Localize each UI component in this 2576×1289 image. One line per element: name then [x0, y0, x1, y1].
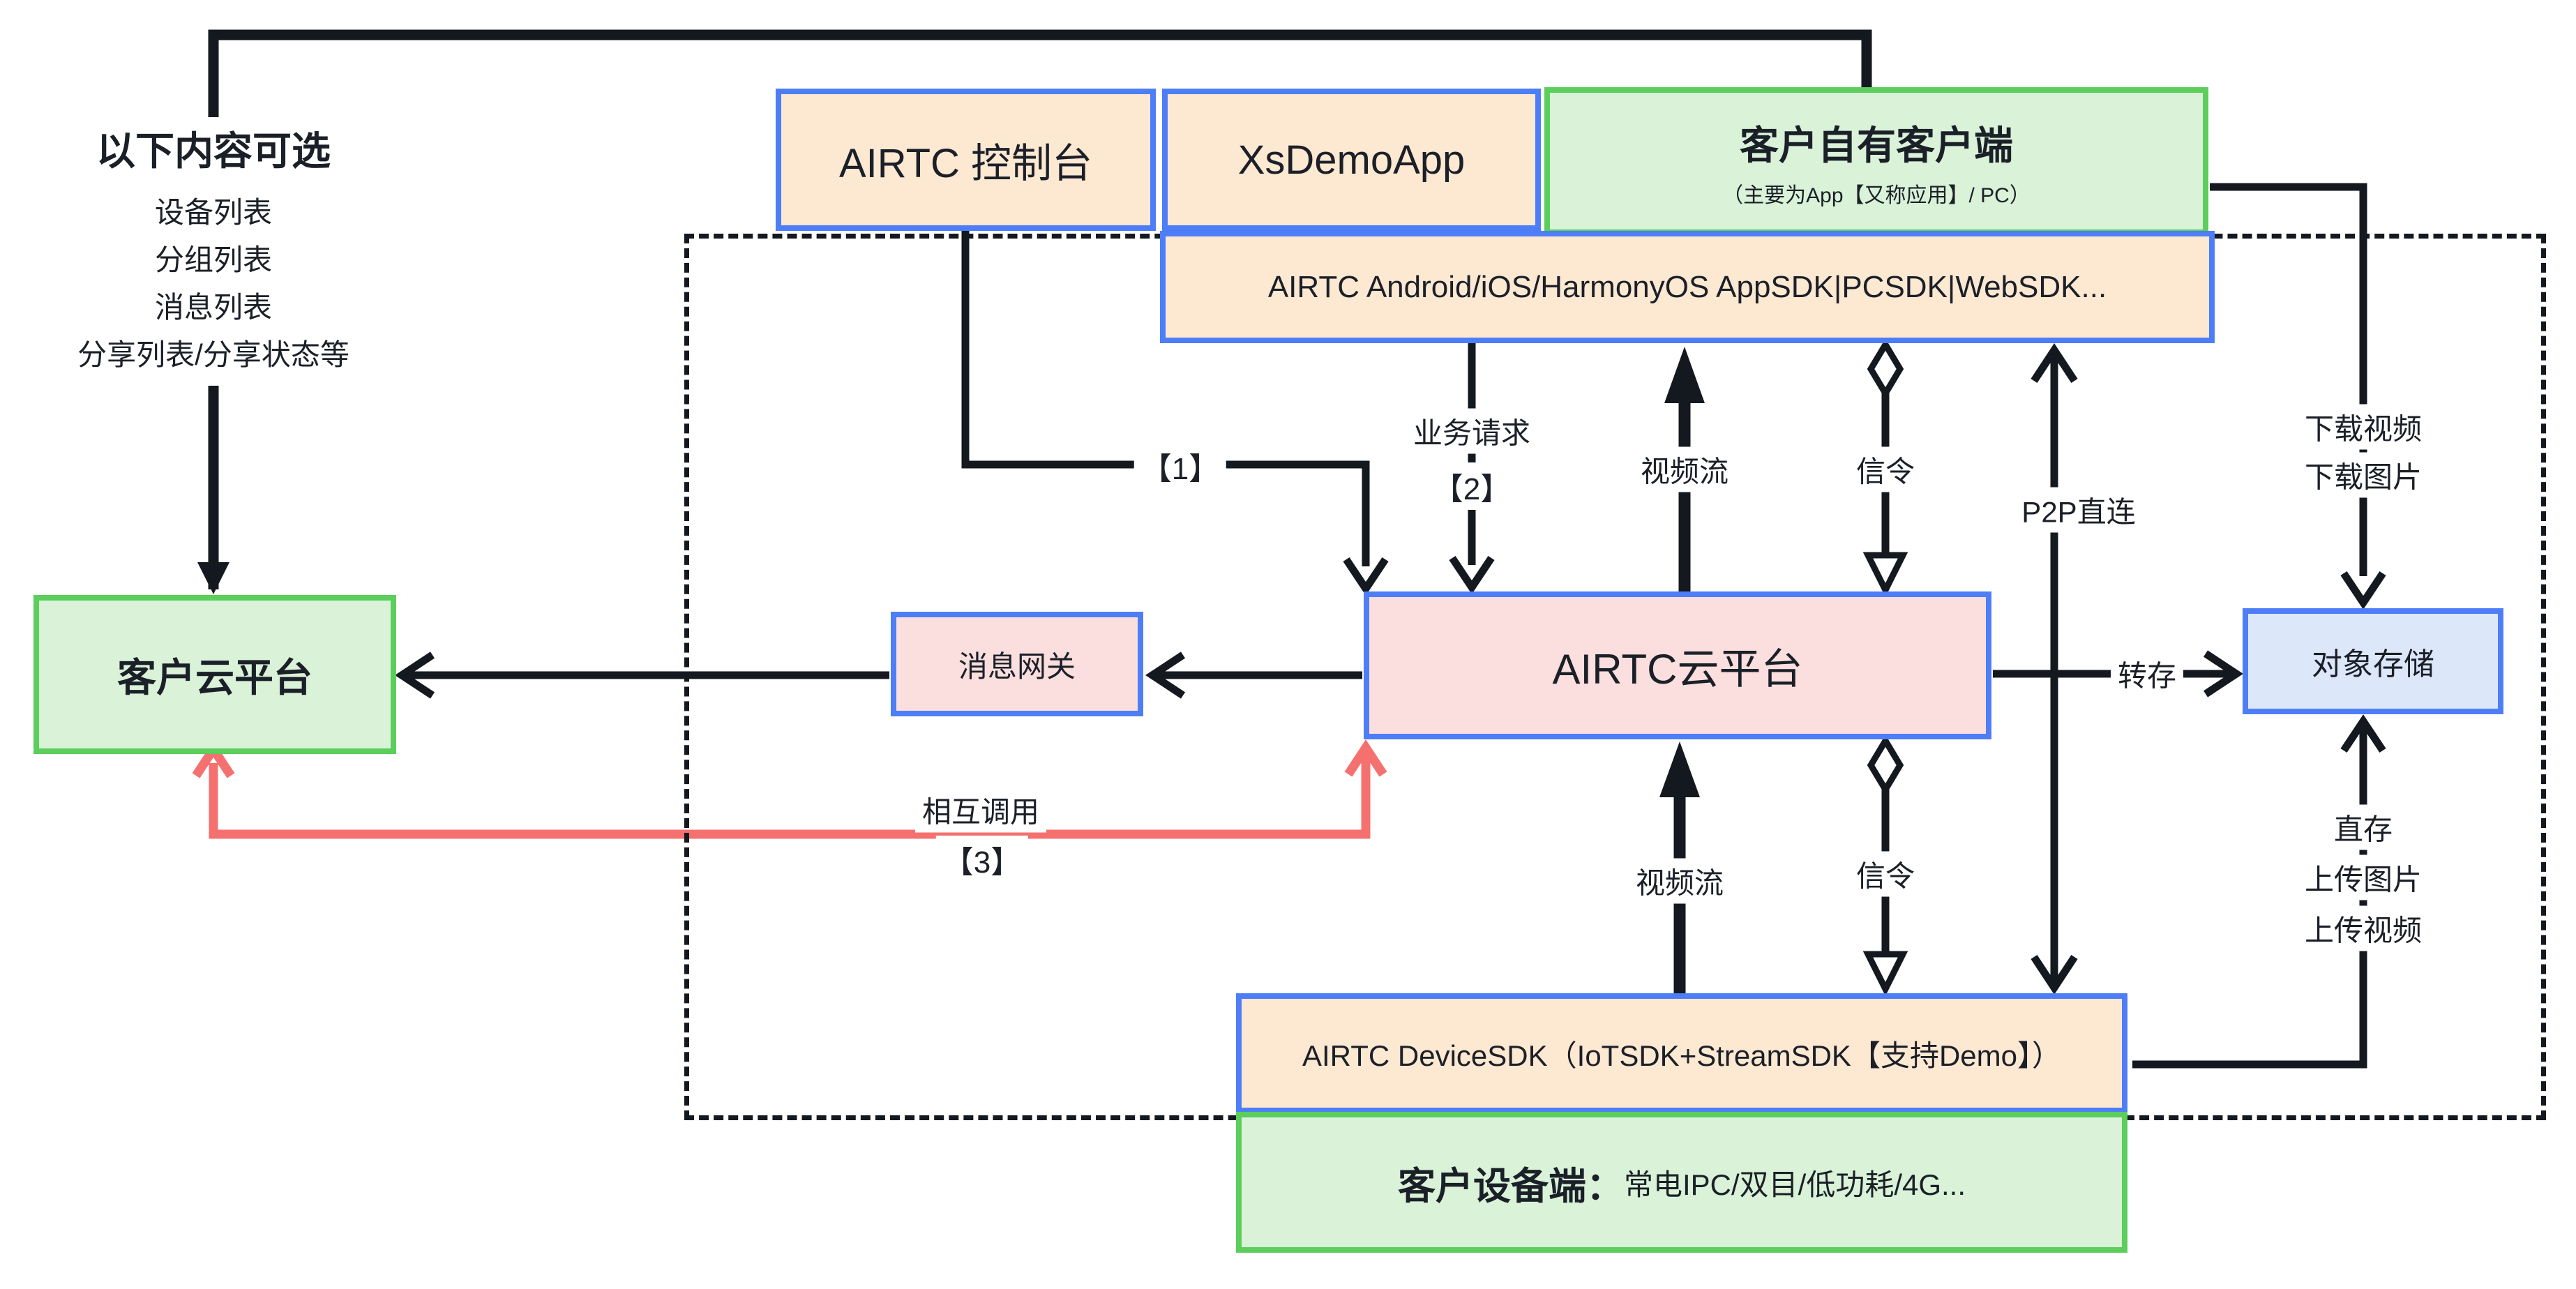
list-item: 设备列表: [154, 196, 272, 229]
node-label: 消息网关: [958, 649, 1076, 683]
edge-label-download-video: 下载视频: [2297, 404, 2430, 450]
arrowhead-chevron-right: [2203, 650, 2243, 698]
arrowhead-open-triangle: [1862, 951, 1908, 997]
arrowhead-chevron-down: [2340, 571, 2386, 610]
node-label: 客户云平台: [117, 655, 312, 700]
arrowhead-chevron-down: [1449, 555, 1495, 594]
arrowhead-down-solid: [197, 562, 229, 594]
edge-label-signal-up: 信令: [1848, 446, 1922, 492]
edge-label-mutual-call: 相互调用: [914, 787, 1047, 833]
node-xsdemoapp: XsDemoApp: [1162, 89, 1541, 231]
node-label: XsDemoApp: [1237, 137, 1466, 183]
edge-label-upload-image: 上传图片: [2297, 854, 2430, 900]
node-label: AIRTC云平台: [1552, 645, 1803, 693]
edge-cloud-to-gateway: [1145, 651, 1362, 699]
node-device-sdk-bar: AIRTC DeviceSDK（IoTSDK+StreamSDK【支持Demo】…: [1236, 993, 2127, 1113]
edge-label-ref3: 【3】: [935, 836, 1029, 883]
arrowhead-up-solid: [1659, 741, 1700, 797]
node-subtitle: （主要为App【又称应用】/ PC）: [1722, 183, 2031, 207]
edge-label-transfer: 转存: [2110, 651, 2184, 697]
edge-label-biz-request: 业务请求: [1406, 408, 1538, 454]
edge-label-video-down: 视频流: [1628, 858, 1731, 904]
list-item: 分享列表/分享状态等: [77, 338, 349, 371]
node-app-sdk-bar: AIRTC Android/iOS/HarmonyOS AppSDK|PCSDK…: [1160, 231, 2215, 343]
arrowhead-open-triangle: [1862, 552, 1908, 598]
arrowhead-chevron-left: [395, 651, 435, 699]
edge-label-download-image: 下载图片: [2297, 452, 2430, 498]
arrowhead-chevron-down: [2031, 954, 2078, 995]
list-item: 消息列表: [154, 291, 272, 324]
node-title: 客户自有客户端: [1740, 123, 2013, 167]
arrowhead-chevron-left: [1145, 651, 1186, 699]
node-object-storage: 对象存储: [2243, 608, 2503, 714]
node-subtitle: 常电IPC/双目/低功耗/4G...: [1623, 1168, 1966, 1201]
edge-biz-request: [1449, 343, 1495, 594]
edge-label-upload-video: 上传视频: [2297, 905, 2430, 951]
node-airtc-console: AIRTC 控制台: [776, 89, 1156, 231]
edge-label-video-up: 视频流: [1633, 446, 1736, 492]
node-customer-client: 客户自有客户端 （主要为App【又称应用】/ PC）: [1544, 87, 2208, 235]
node-label: 对象存储: [2312, 647, 2434, 681]
node-airtc-cloud: AIRTC云平台: [1364, 591, 1991, 739]
arrowhead-chevron-up: [2340, 714, 2386, 753]
node-label: AIRTC Android/iOS/HarmonyOS AppSDK|PCSDK…: [1267, 269, 2107, 304]
optional-panel-title: 以下内容可选: [96, 129, 331, 173]
list-item: 分组列表: [154, 243, 272, 276]
node-label: AIRTC DeviceSDK（IoTSDK+StreamSDK【支持Demo】…: [1302, 1039, 2061, 1072]
edge-label-ref2: 【2】: [1425, 462, 1519, 510]
edge-label-signal-down: 信令: [1848, 851, 1922, 897]
edge-p2p: [2031, 343, 2078, 995]
node-label: AIRTC 控制台: [838, 141, 1093, 186]
node-message-gateway: 消息网关: [891, 612, 1143, 716]
edge-label-ref1: 【1】: [1133, 442, 1227, 490]
edge-label-p2p: P2P直连: [2014, 487, 2143, 533]
node-title: 客户设备端：: [1397, 1165, 1624, 1207]
arrowhead-chevron-up: [2031, 343, 2078, 384]
optional-content-panel: 以下内容可选 设备列表 分组列表 消息列表 分享列表/分享状态等: [28, 117, 399, 386]
edge-gateway-to-custcloud: [395, 651, 889, 699]
arrowhead-chevron-down: [1343, 557, 1389, 596]
edge-label-direct-store: 直存: [2326, 804, 2400, 850]
node-customer-cloud: 客户云平台: [33, 595, 396, 754]
node-customer-device: 客户设备端： 常电IPC/双目/低功耗/4G...: [1236, 1112, 2127, 1253]
arrowhead-up-solid: [1664, 347, 1705, 403]
arrowhead-chevron-up: [1344, 739, 1387, 777]
edge-video-up: [1664, 347, 1705, 591]
